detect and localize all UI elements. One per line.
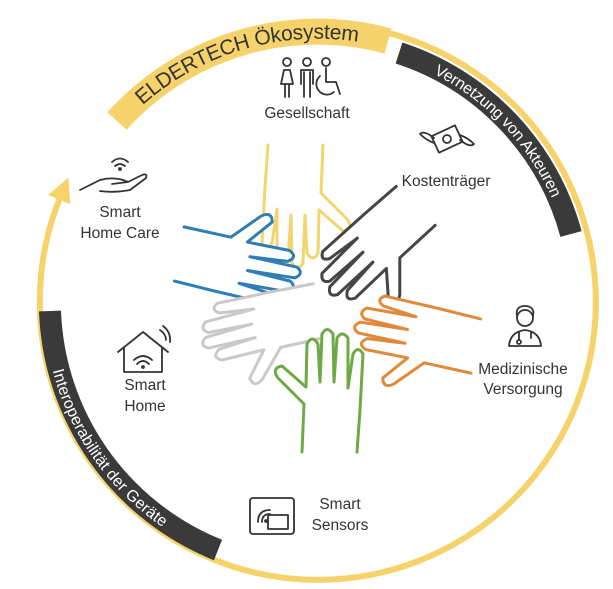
house-wifi-icon bbox=[117, 325, 172, 373]
hand-wifi-icon bbox=[79, 157, 148, 193]
smart-home-care-label-2: Home Care bbox=[80, 225, 160, 242]
people-icon bbox=[280, 57, 341, 98]
smart-home-label-2: Home bbox=[124, 398, 166, 415]
interoperability-band bbox=[39, 310, 223, 561]
flying-money-icon bbox=[419, 124, 475, 154]
hand-orange bbox=[344, 290, 484, 401]
title-banner bbox=[107, 18, 392, 130]
smart-sensors-label-1: Smart bbox=[319, 496, 361, 513]
hand-green bbox=[273, 328, 365, 454]
medical-label-2: Versorgung bbox=[483, 381, 563, 398]
medical-label-1: Medizinische bbox=[478, 361, 568, 378]
sensor-wifi-icon bbox=[249, 497, 295, 535]
networking-band bbox=[395, 42, 582, 237]
smart-sensors-label-2: Sensors bbox=[311, 517, 369, 534]
smart-home-label-1: Smart bbox=[124, 377, 166, 394]
smart-home-care-label-1: Smart bbox=[99, 204, 141, 221]
society-label: Gesellschaft bbox=[264, 105, 350, 122]
doctor-icon bbox=[508, 305, 542, 347]
payers-label: Kostenträger bbox=[401, 173, 491, 190]
